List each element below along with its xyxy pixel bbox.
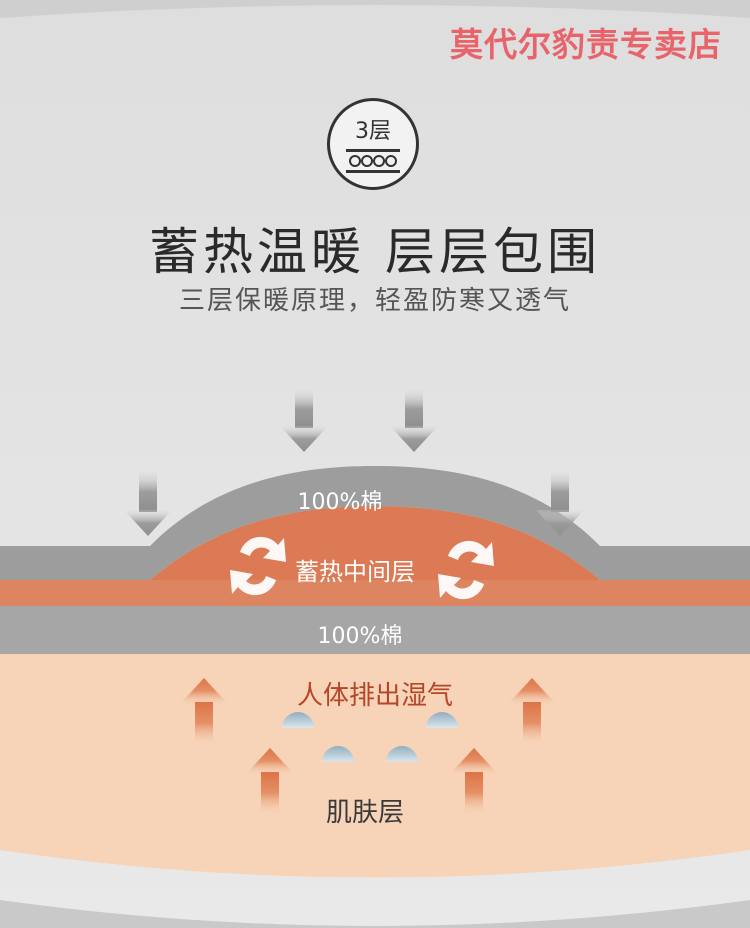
outer-cotton-layer xyxy=(0,466,750,580)
moisture-drop-3 xyxy=(322,746,354,762)
up-arrow-3 xyxy=(246,748,294,814)
moisture-drop-1 xyxy=(282,712,314,728)
down-arrow-1 xyxy=(280,390,328,452)
down-arrow-4 xyxy=(536,472,584,536)
outer-layer-label: 100%棉 xyxy=(297,490,383,515)
inner-cotton-layer xyxy=(0,606,750,654)
down-arrow-3 xyxy=(124,472,172,536)
circulation-arrows-right-icon xyxy=(438,540,494,600)
skin-layer xyxy=(0,654,750,878)
down-arrow-2 xyxy=(390,390,438,452)
up-arrow-1 xyxy=(180,678,228,744)
layers-icon xyxy=(346,149,400,173)
up-arrow-2 xyxy=(508,678,556,744)
skin-layer-label: 肌肤层 xyxy=(325,798,404,828)
up-arrow-4 xyxy=(450,748,498,814)
layer-count-badge: 3层 xyxy=(327,98,419,190)
top-arc xyxy=(0,0,750,18)
page-subtitle: 三层保暖原理，轻盈防寒又透气 xyxy=(178,286,571,316)
moisture-drop-2 xyxy=(426,712,458,728)
page-title: 蓄热温暖 层层包围 xyxy=(149,223,601,281)
layer-count-label: 3层 xyxy=(355,119,391,144)
inner-layer-label: 100%棉 xyxy=(317,624,403,649)
middle-warm-layer-highlight xyxy=(0,580,750,606)
store-watermark: 莫代尔豹责专卖店 xyxy=(450,25,722,64)
middle-layer-label: 蓄热中间层 xyxy=(295,558,415,586)
moisture-drop-4 xyxy=(386,746,418,762)
moisture-label: 人体排出湿气 xyxy=(296,681,453,711)
circulation-arrows-left-icon xyxy=(230,536,286,596)
